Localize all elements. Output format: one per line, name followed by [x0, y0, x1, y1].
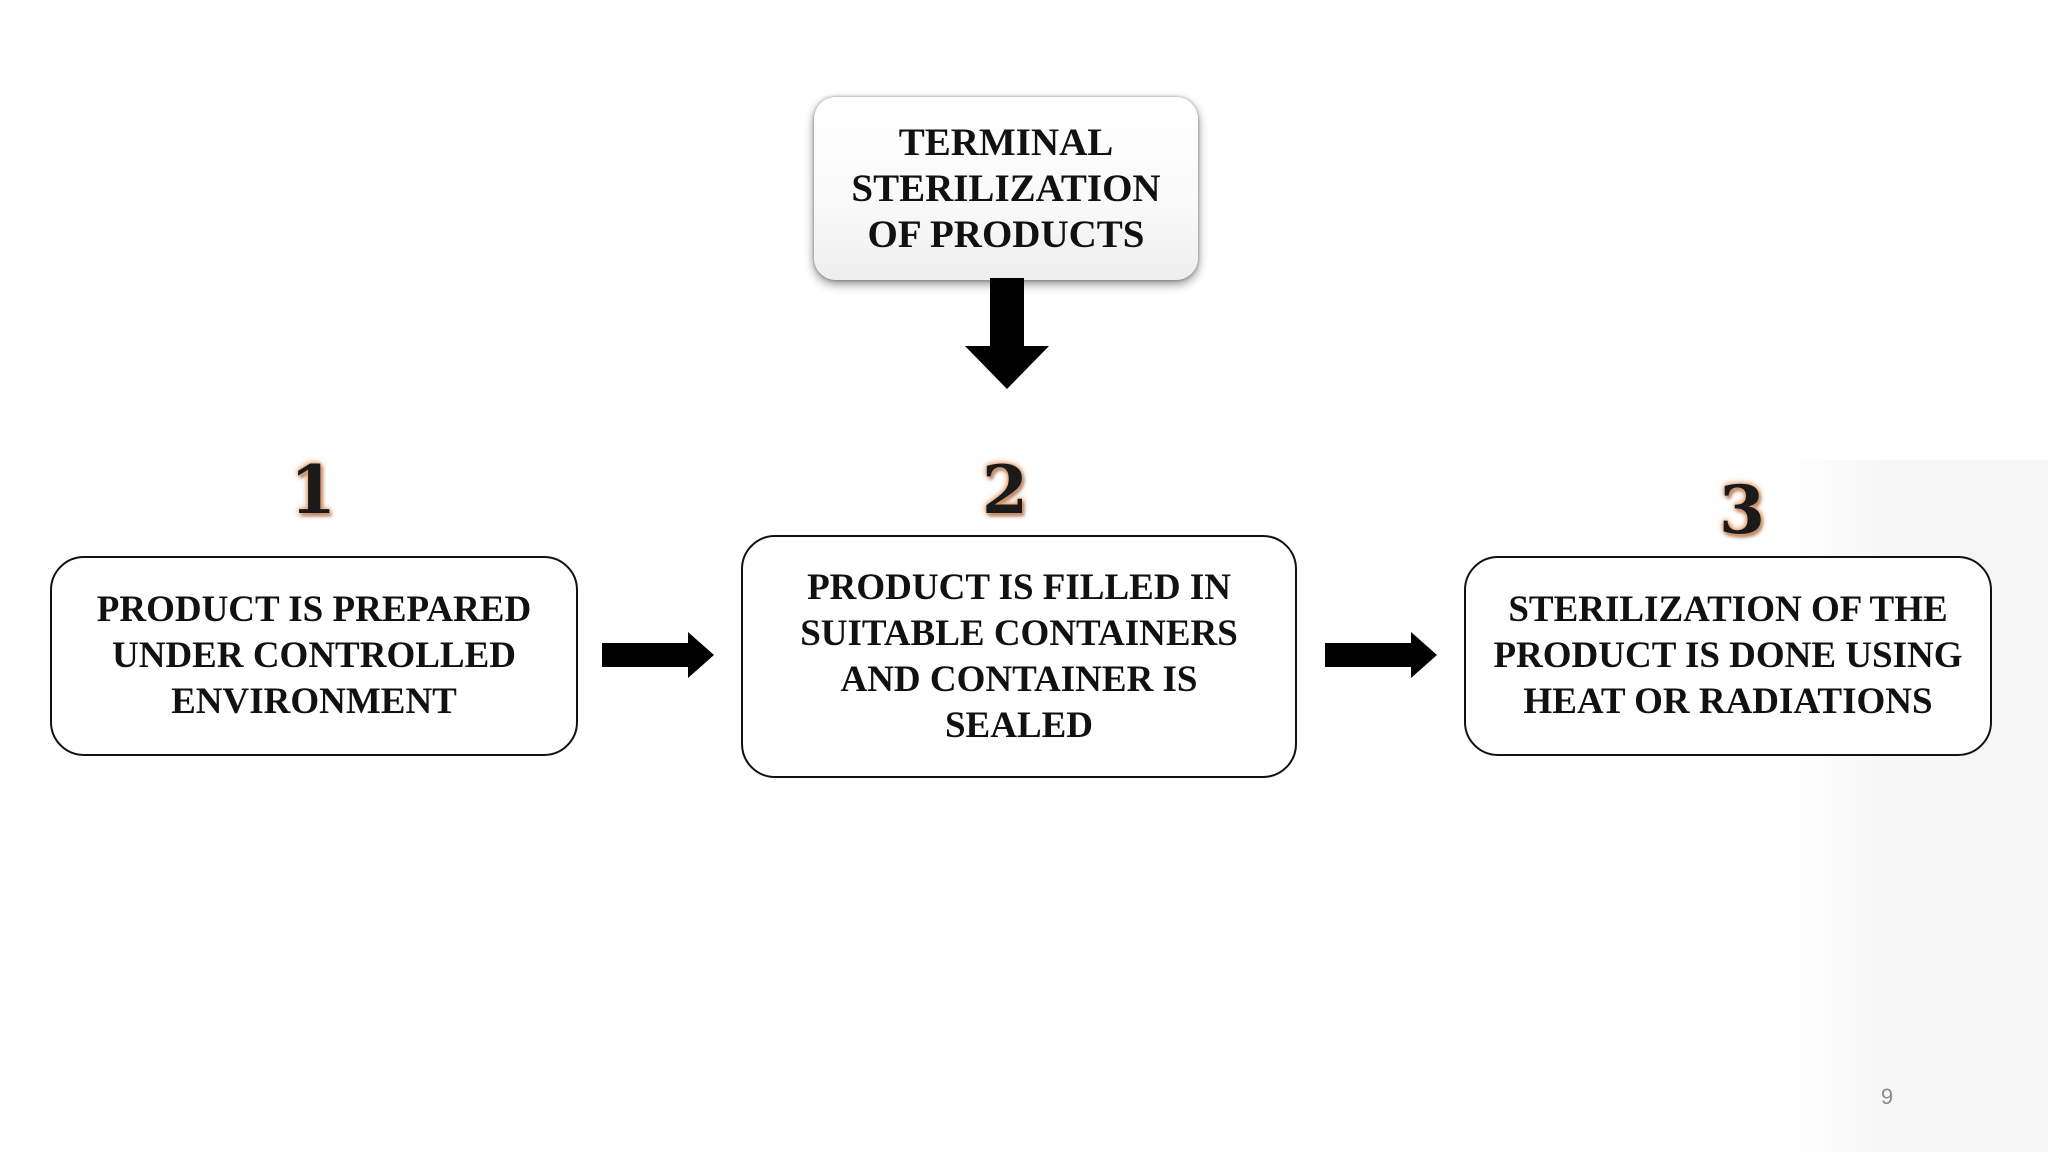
page-number: 9: [1880, 1084, 1894, 1109]
step-box-3: STERILIZATION OF THE PRODUCT IS DONE USI…: [1464, 556, 1992, 756]
step-box-2: PRODUCT IS FILLED IN SUITABLE CONTAINERS…: [741, 535, 1297, 778]
right-arrow-icon: [1325, 632, 1437, 678]
title-box: TERMINAL STERILIZATION OF PRODUCTS: [814, 97, 1198, 280]
step-text-3: STERILIZATION OF THE PRODUCT IS DONE USI…: [1493, 589, 1963, 722]
step-box-1: PRODUCT IS PREPARED UNDER CONTROLLED ENV…: [50, 556, 578, 756]
step-text-2: PRODUCT IS FILLED IN SUITABLE CONTAINERS…: [800, 566, 1238, 746]
step-number-1: 1: [290, 451, 336, 529]
step-text-1: PRODUCT IS PREPARED UNDER CONTROLLED ENV…: [96, 589, 532, 722]
right-arrow-icon: [602, 632, 714, 678]
diagram-title: TERMINAL STERILIZATION OF PRODUCTS: [851, 120, 1161, 256]
down-arrow-icon: [965, 278, 1049, 389]
step-number-2: 2: [982, 451, 1028, 529]
step-number-3: 3: [1719, 471, 1765, 549]
